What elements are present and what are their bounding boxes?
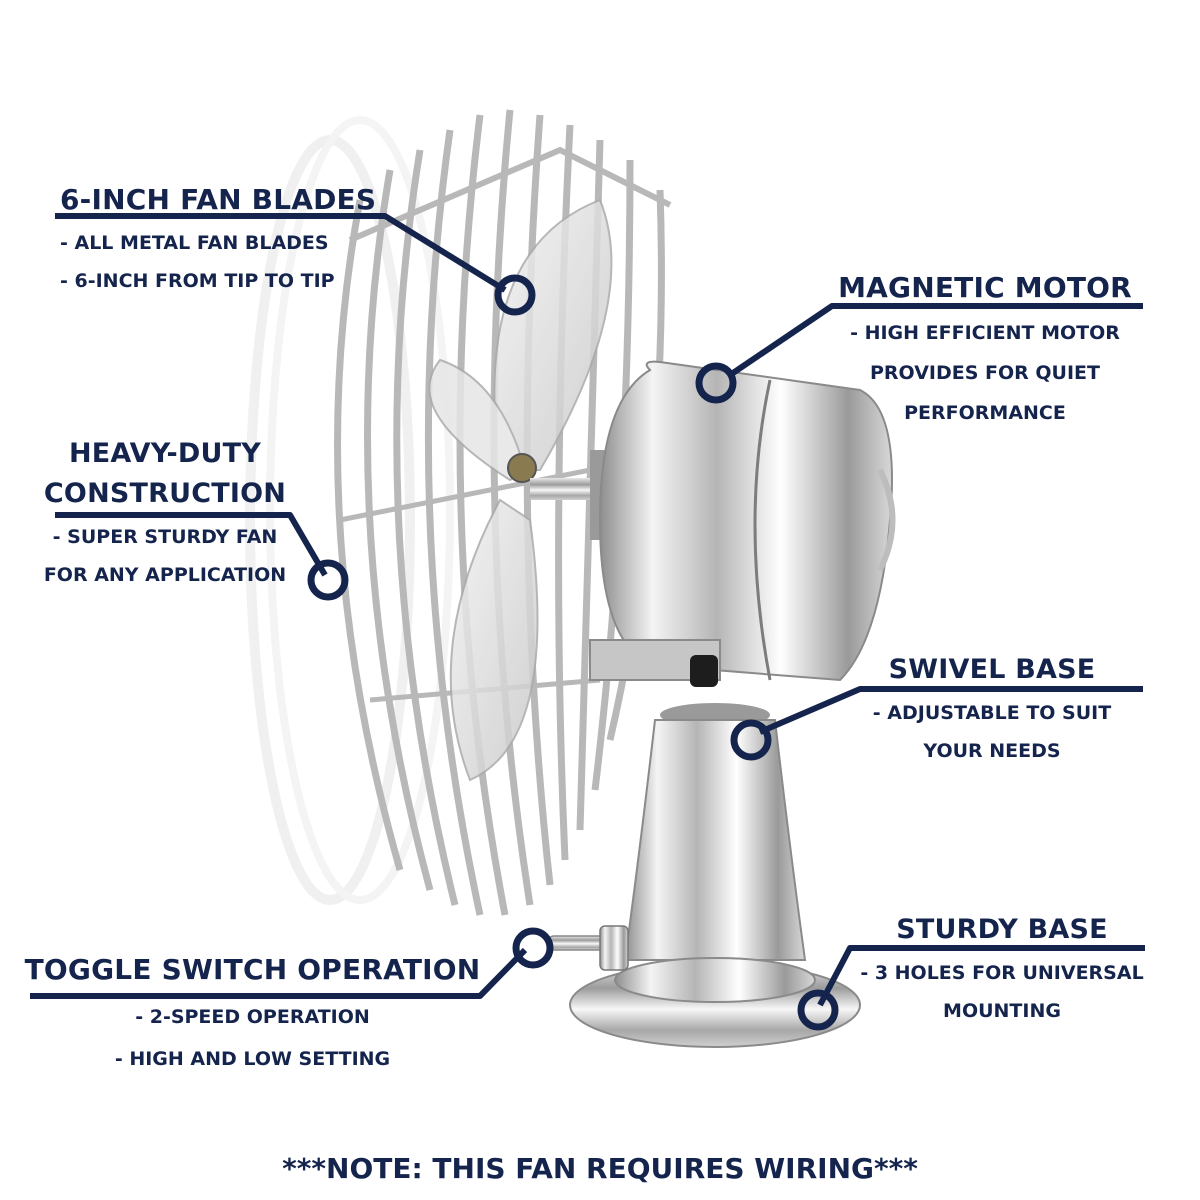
- feature-swivel-base: SWIVEL BASE - ADJUSTABLE TO SUIT YOUR NE…: [842, 650, 1142, 766]
- feature-line: - 3 HOLES FOR UNIVERSAL: [860, 962, 1144, 984]
- feature-title: STURDY BASE: [896, 914, 1108, 945]
- feature-magnetic-motor: MAGNETIC MOTOR - HIGH EFFICIENT MOTOR PR…: [830, 268, 1140, 428]
- feature-heavy-duty: HEAVY-DUTY CONSTRUCTION - SUPER STURDY F…: [20, 434, 310, 590]
- feature-title: CONSTRUCTION: [43, 478, 287, 509]
- feature-title: 6-INCH FAN BLADES: [60, 183, 377, 216]
- toggle-switch: [547, 925, 629, 971]
- feature-line: - ADJUSTABLE TO SUIT: [872, 702, 1112, 724]
- motor-housing: [589, 360, 896, 687]
- feature-title: TOGGLE SWITCH OPERATION: [24, 953, 481, 986]
- feature-line: - HIGH EFFICIENT MOTOR: [850, 322, 1120, 344]
- callout-marker-icon: [695, 362, 737, 404]
- callout-markers: [307, 274, 839, 1031]
- motion-blur-ghost: [245, 116, 454, 905]
- feature-line: - HIGH AND LOW SETTING: [114, 1048, 391, 1070]
- callout-marker-icon: [307, 559, 349, 601]
- feature-line: MOUNTING: [943, 1000, 1061, 1022]
- callout-marker-icon: [494, 274, 536, 316]
- callout-marker-icon: [797, 989, 839, 1031]
- feature-title: HEAVY-DUTY: [68, 438, 262, 469]
- feature-title: SWIVEL BASE: [888, 654, 1096, 685]
- feature-line: - SUPER STURDY FAN: [52, 526, 278, 548]
- feature-line: - 2-SPEED OPERATION: [135, 1006, 370, 1028]
- feature-line: PROVIDES FOR QUIET: [870, 362, 1100, 384]
- feature-line: - 6-INCH FROM TIP TO TIP: [60, 270, 335, 292]
- callout-marker-icon: [512, 927, 554, 969]
- feature-line: YOUR NEEDS: [923, 740, 1061, 762]
- fan-blades: [428, 198, 613, 782]
- feature-line: PERFORMANCE: [904, 402, 1066, 424]
- feature-fan-blades: 6-INCH FAN BLADES - ALL METAL FAN BLADES…: [60, 180, 376, 296]
- callout-marker-icon: [730, 719, 772, 761]
- feature-title: MAGNETIC MOTOR: [838, 271, 1132, 304]
- feature-sturdy-base: STURDY BASE - 3 HOLES FOR UNIVERSAL MOUN…: [842, 910, 1162, 1026]
- callout-lines: [30, 213, 1145, 1007]
- wiring-note: ***NOTE: THIS FAN REQUIRES WIRING***: [282, 1152, 918, 1185]
- feature-toggle-switch: TOGGLE SWITCH OPERATION - 2-SPEED OPERAT…: [20, 950, 485, 1074]
- feature-line: - ALL METAL FAN BLADES: [60, 232, 329, 254]
- base-pillar: [569, 703, 861, 1048]
- feature-line: FOR ANY APPLICATION: [43, 564, 287, 586]
